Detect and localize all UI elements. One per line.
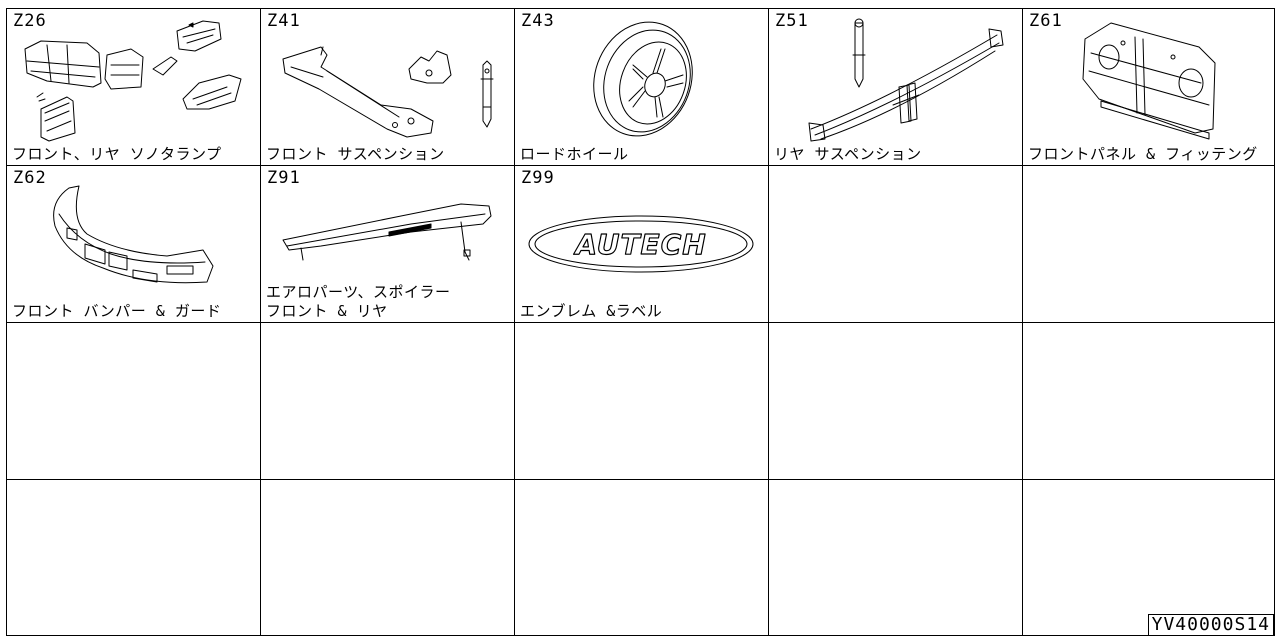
empty-cell [6,322,261,480]
empty-cell [1022,479,1275,636]
part-group-label: ロードホイール [520,145,629,163]
empty-cell [260,479,515,636]
empty-cell [514,322,769,480]
document-id-label: YV40000S14 [1147,614,1274,636]
front-panel-illustration [1023,9,1277,166]
empty-cell [768,165,1023,323]
part-code: Z26 [13,11,47,31]
part-code: Z62 [13,168,47,188]
part-group-label: エアロパーツ、スポイラー フロント & リヤ [266,283,451,320]
part-group-label: エンブレム &ラベル [520,302,663,320]
rear-suspension-illustration [769,9,1023,166]
empty-cell [6,479,261,636]
emblem-illustration: AUTECH [515,166,769,323]
catalog-cell-z43[interactable]: Z43 ロードホイール [514,8,769,166]
part-group-label: フロントパネル & フィッテング [1028,145,1258,163]
part-code: Z43 [521,11,555,31]
road-wheel-illustration [515,9,769,166]
empty-cell [260,322,515,480]
catalog-cell-z41[interactable]: Z41 フロント サスペンション [260,8,515,166]
lamps-illustration [7,9,261,166]
catalog-cell-z26[interactable]: Z26 フロント、リヤ ソノタランプ [6,8,261,166]
empty-cell [514,479,769,636]
catalog-cell-z99[interactable]: AUTECH Z99 エンブレム &ラベル [514,165,769,323]
empty-cell [768,479,1023,636]
front-suspension-illustration [261,9,515,166]
part-code: Z61 [1029,11,1063,31]
part-group-label: フロント サスペンション [266,145,445,163]
front-bumper-illustration [7,166,261,323]
part-code: Z99 [521,168,555,188]
catalog-cell-z91[interactable]: Z91 エアロパーツ、スポイラー フロント & リヤ [260,165,515,323]
part-group-label: フロント バンパー & ガード [12,302,222,320]
rear-spoiler-illustration [261,166,515,323]
empty-cell [1022,322,1275,480]
part-code: Z41 [267,11,301,31]
emblem-text: AUTECH [573,228,706,261]
catalog-cell-z61[interactable]: Z61 フロントパネル & フィッテング [1022,8,1275,166]
part-code: Z91 [267,168,301,188]
catalog-cell-z62[interactable]: Z62 フロント バンパー & ガード [6,165,261,323]
empty-cell [768,322,1023,480]
part-group-label: フロント、リヤ ソノタランプ [12,145,222,163]
catalog-cell-z51[interactable]: Z51 リヤ サスペンション [768,8,1023,166]
part-code: Z51 [775,11,809,31]
part-group-label: リヤ サスペンション [774,145,922,163]
parts-index-grid: Z26 フロント、リヤ ソノタランプ Z41 フロント サスペンション [6,8,1275,636]
empty-cell [1022,165,1275,323]
